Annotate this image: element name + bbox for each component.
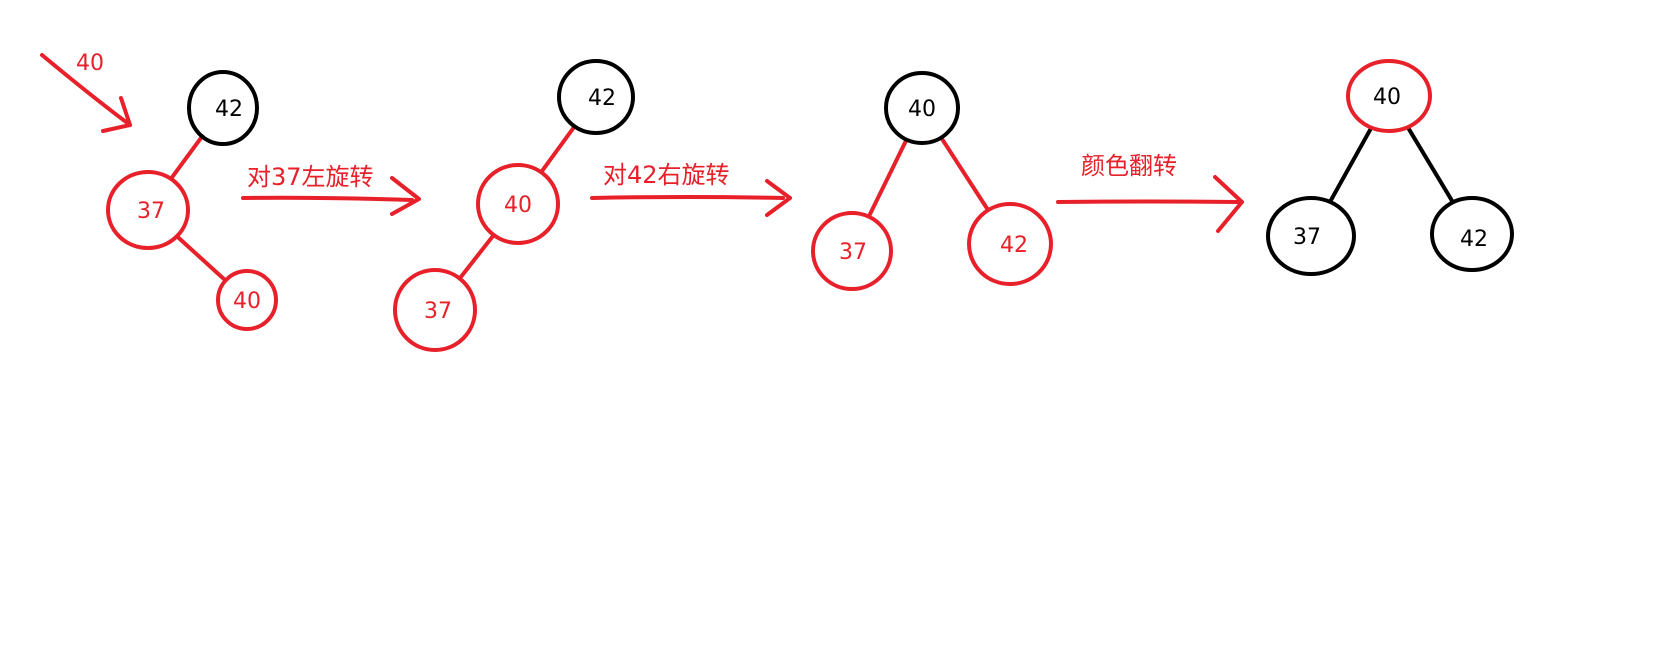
tree-after-right-rotate: 40 37 42 [811,71,1053,291]
node-circle [1266,196,1356,276]
node-circle [811,211,893,291]
node-circle [884,71,960,145]
tree-node: 42 [187,70,259,146]
node-circle [557,59,635,135]
tree-edge [169,134,205,181]
node-value: 42 [1000,233,1028,258]
node-circle [967,202,1053,286]
tree-node: 37 [1266,196,1356,276]
node-circle [216,269,278,331]
tree-edge [174,234,228,283]
tree-node: 40 [884,71,960,145]
node-circle [1430,196,1514,272]
node-value: 40 [1373,85,1401,110]
node-value: 37 [839,240,867,265]
tree-edge [939,135,990,212]
insert-arrow [40,53,132,133]
tree-node: 40 [476,163,560,245]
tree-edge [539,124,577,175]
tree-node: 37 [106,170,190,250]
tree-after-color-flip: 40 37 42 [1266,59,1514,276]
node-value: 42 [215,97,243,122]
node-value: 42 [1460,227,1488,252]
step-label-2: 对42右旋转 [603,161,730,189]
tree-node: 37 [811,211,893,291]
step-label-1: 对37左旋转 [247,163,374,191]
step-arrow-1 [241,176,421,216]
tree-node: 37 [393,268,477,352]
node-value: 40 [233,289,261,314]
node-value: 40 [908,97,936,122]
node-value: 40 [504,193,532,218]
tree-edge [1406,126,1455,204]
tree-node: 40 [216,269,278,331]
node-circle [106,170,190,250]
node-circle [393,268,477,352]
tree-after-left-rotate: 42 40 37 [393,59,635,352]
insert-value-label: 40 [76,51,104,76]
step-arrow-2 [590,179,792,217]
tree-edge [457,233,496,281]
node-circle [476,163,560,245]
tree-initial: 42 37 40 [106,70,278,331]
node-circle [1346,59,1432,133]
tree-node: 42 [1430,196,1514,272]
trees: 42 37 40 42 40 37 40 37 42 40 37 42 [106,59,1514,352]
tree-node: 40 [1346,59,1432,133]
step-arrow-3 [1056,175,1244,233]
step-label-3: 颜色翻转 [1081,152,1177,180]
tree-node: 42 [967,202,1053,286]
node-value: 37 [137,199,165,224]
node-circle [187,70,259,146]
tree-edge [1328,127,1373,203]
tree-node: 42 [557,59,635,135]
node-value: 42 [588,86,616,111]
tree-edge [866,137,909,219]
node-value: 37 [424,299,452,324]
node-value: 37 [1293,225,1321,250]
